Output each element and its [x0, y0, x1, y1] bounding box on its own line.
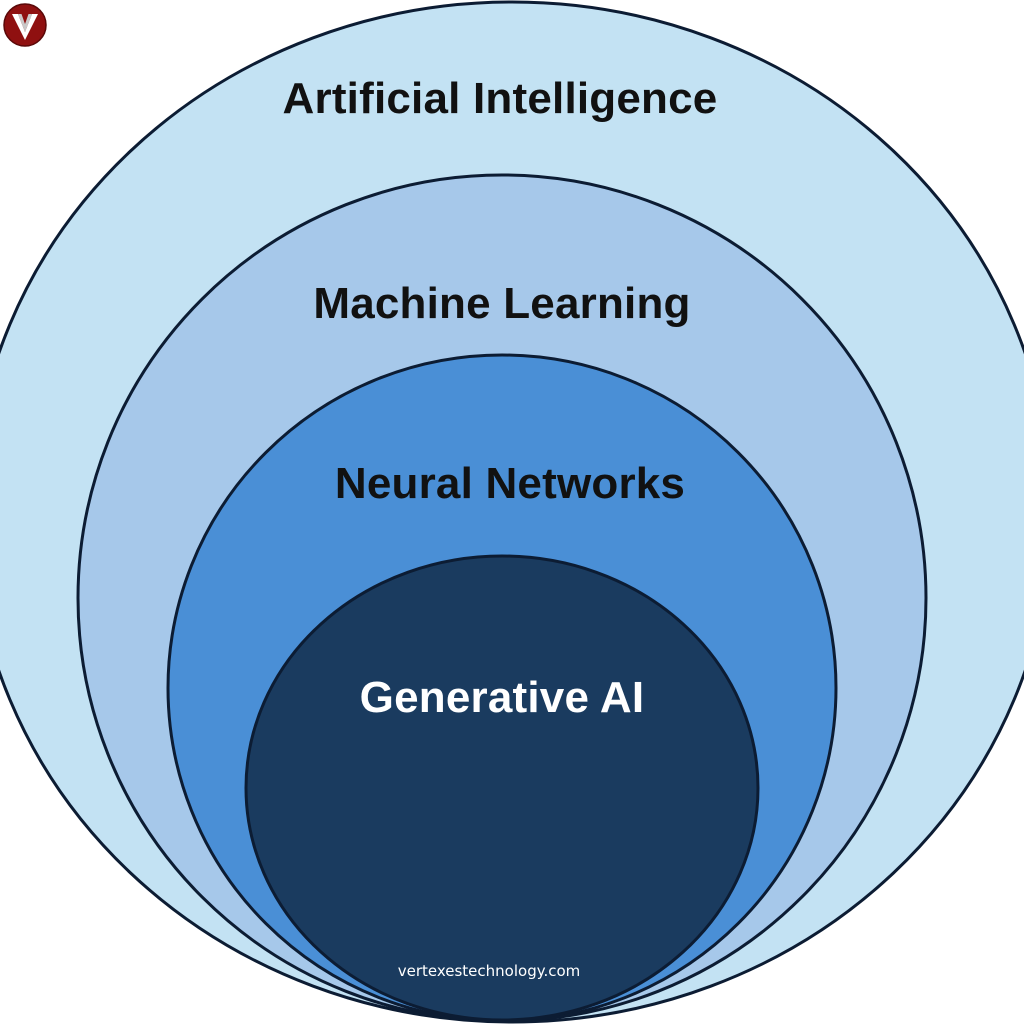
footer-website-text: vertexestechnology.com — [398, 962, 581, 980]
label-machine-learning: Machine Learning — [313, 279, 690, 328]
circle-generative-ai — [244, 554, 760, 1022]
label-generative-ai: Generative AI — [360, 673, 645, 722]
label-artificial-intelligence: Artificial Intelligence — [283, 74, 718, 123]
vertex-logo-icon — [3, 3, 47, 47]
layer-generative-ai: Generative AI — [244, 554, 760, 1022]
label-neural-networks: Neural Networks — [335, 459, 685, 508]
